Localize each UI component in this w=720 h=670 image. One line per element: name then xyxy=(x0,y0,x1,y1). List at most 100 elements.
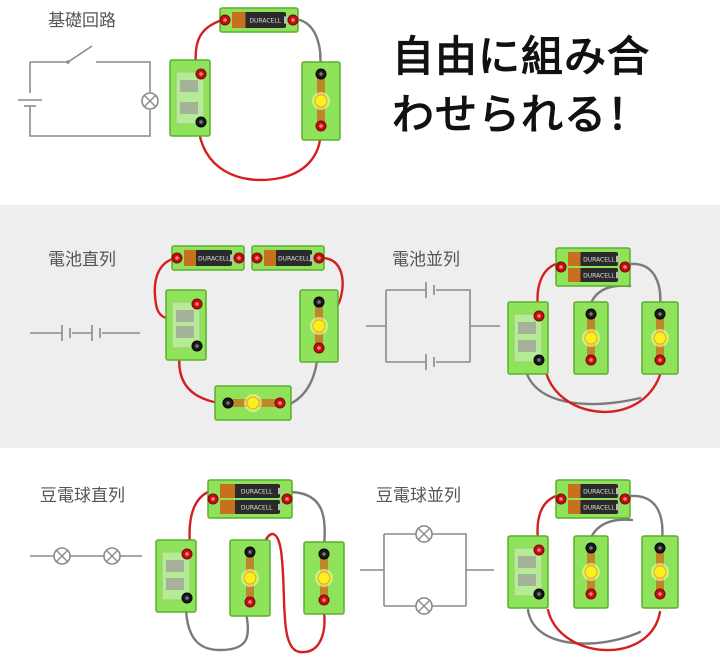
lamp-symbol xyxy=(103,547,121,565)
bulb-icon xyxy=(241,569,259,587)
label-bulb-series: 豆電球直列 xyxy=(40,486,125,506)
black-terminal-icon xyxy=(181,592,193,604)
label-battery-series: 電池直列 xyxy=(48,250,116,270)
battery-brand-text: DURACELL xyxy=(198,256,230,263)
battery-brand-text: DURACELL xyxy=(278,256,310,263)
red-terminal-icon xyxy=(533,544,545,556)
red-terminal-icon xyxy=(207,493,219,505)
black-terminal-icon xyxy=(222,397,234,409)
wire-gray xyxy=(526,608,642,645)
red-terminal-icon xyxy=(181,548,193,560)
red-terminal-icon xyxy=(313,252,325,264)
black-terminal-icon xyxy=(533,588,545,600)
headline-line-1: 自由に組み合 xyxy=(392,32,651,81)
red-terminal-icon xyxy=(244,596,256,608)
red-terminal-icon xyxy=(251,252,263,264)
battery-brand-text: DURACELL xyxy=(249,18,281,25)
bulb-parallel-schematic xyxy=(360,533,494,607)
red-terminal-icon xyxy=(219,14,231,26)
wire-gray xyxy=(298,18,322,70)
red-terminal-icon xyxy=(585,588,597,600)
bulb-icon xyxy=(651,329,669,347)
battery-brand-text: DURACELL xyxy=(241,505,273,512)
headline-line-2: わせられる！ xyxy=(392,90,651,139)
label-battery-parallel: 電池並列 xyxy=(392,250,460,270)
black-terminal-icon xyxy=(585,308,597,320)
red-terminal-icon xyxy=(555,493,567,505)
black-terminal-icon xyxy=(191,340,203,352)
wire-gray xyxy=(290,490,326,550)
red-terminal-icon xyxy=(654,354,666,366)
switch-lever-icon xyxy=(171,301,201,349)
black-terminal-icon xyxy=(533,354,545,366)
battery-brand-text: DURACELL xyxy=(583,505,615,512)
battery-cell: DURACELL xyxy=(568,484,619,498)
headline: 自由に組み合 わせられる！ xyxy=(392,28,650,144)
wire-red xyxy=(546,608,662,652)
red-terminal-icon xyxy=(619,493,631,505)
label-basic-circuit: 基礎回路 xyxy=(48,11,116,31)
battery-cell: DURACELL xyxy=(568,252,619,266)
red-terminal-icon xyxy=(195,68,207,80)
red-terminal-icon xyxy=(533,310,545,322)
wire-gray xyxy=(628,262,662,308)
bulb-icon xyxy=(651,563,669,581)
wire-red xyxy=(188,490,210,547)
battery-brand-text: DURACELL xyxy=(583,273,615,280)
bulb-icon xyxy=(582,563,600,581)
red-terminal-icon xyxy=(287,14,299,26)
bulb-icon xyxy=(315,569,333,587)
red-terminal-icon xyxy=(619,261,631,273)
switch-lever-icon xyxy=(161,551,191,601)
label-bulb-parallel: 豆電球並列 xyxy=(376,486,461,506)
battery-cell: DURACELL xyxy=(220,484,281,498)
battery-brand-text: DURACELL xyxy=(241,489,273,496)
switch-lever-icon xyxy=(513,313,543,363)
battery-cell: DURACELL xyxy=(568,268,619,282)
switch-symbol xyxy=(66,60,70,64)
switch-lever-icon xyxy=(175,71,205,125)
red-terminal-icon xyxy=(171,252,183,264)
bulb-icon xyxy=(312,92,330,110)
red-terminal-icon xyxy=(654,588,666,600)
wire-red xyxy=(536,494,558,542)
red-terminal-icon xyxy=(555,261,567,273)
parallel-schematic-wires xyxy=(366,289,500,363)
red-terminal-icon xyxy=(313,342,325,354)
wire-gray xyxy=(628,494,664,542)
battery-brand-text: DURACELL xyxy=(583,489,615,496)
red-terminal-icon xyxy=(281,493,293,505)
red-terminal-icon xyxy=(191,298,203,310)
bulb-icon xyxy=(244,394,262,412)
battery-cell: DURACELL xyxy=(184,250,233,266)
red-terminal-icon xyxy=(585,354,597,366)
black-terminal-icon xyxy=(315,68,327,80)
basic-schematic-wires xyxy=(29,45,151,137)
wire-gray xyxy=(184,608,249,652)
bulb-icon xyxy=(310,317,328,335)
black-terminal-icon xyxy=(313,296,325,308)
wire-red xyxy=(196,120,322,182)
bulb-icon xyxy=(582,329,600,347)
lamp-symbol xyxy=(53,547,71,565)
black-terminal-icon xyxy=(654,308,666,320)
red-terminal-icon xyxy=(274,397,286,409)
black-terminal-icon xyxy=(318,548,330,560)
black-terminal-icon xyxy=(654,542,666,554)
wire-red xyxy=(260,532,326,654)
black-terminal-icon xyxy=(585,542,597,554)
switch-lever-icon xyxy=(513,547,543,597)
battery-cell: DURACELL xyxy=(220,500,281,514)
black-terminal-icon xyxy=(195,116,207,128)
wire-red xyxy=(543,366,662,414)
battery-cell: DURACELL xyxy=(264,250,313,266)
battery-cell: DURACELL xyxy=(568,500,619,514)
battery-brand-text: DURACELL xyxy=(583,257,615,264)
lamp-symbol xyxy=(141,92,159,110)
lamp-symbol xyxy=(415,597,433,615)
red-terminal-icon xyxy=(318,594,330,606)
black-terminal-icon xyxy=(244,546,256,558)
red-terminal-icon xyxy=(315,120,327,132)
